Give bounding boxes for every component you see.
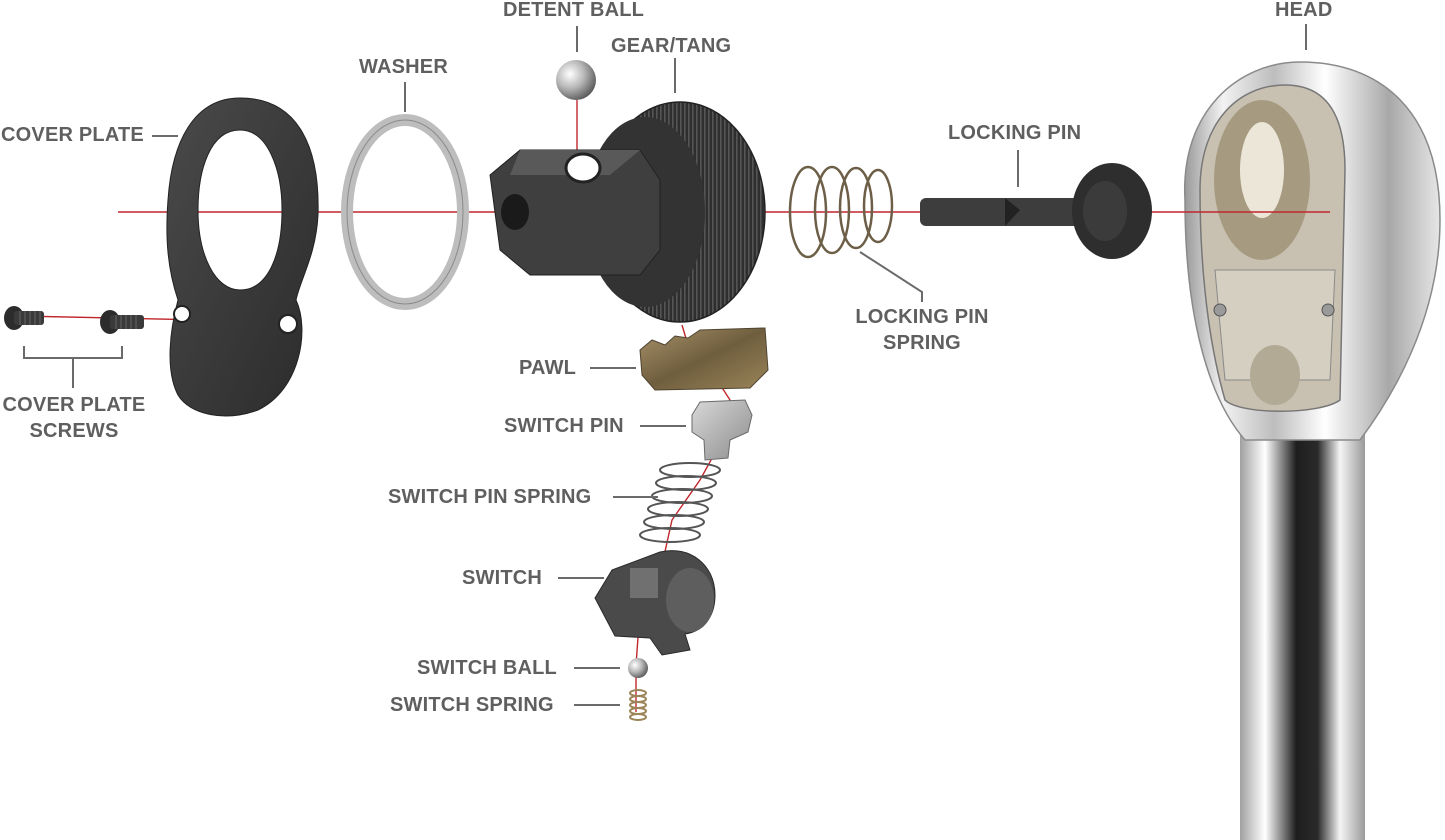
locking-pin-head-face (1083, 181, 1127, 241)
gear-tang (489, 101, 766, 323)
cover-plate-body (166, 97, 319, 417)
label-switch-pin-spring: SWITCH PIN SPRING (388, 486, 592, 508)
label-switch: SWITCH (462, 567, 543, 589)
label-gear-tang: GEAR/TANG (611, 35, 732, 57)
locking-pin-spring (788, 165, 894, 259)
washer (341, 114, 469, 310)
label-cover-plate-screws-line2: SCREWS (29, 420, 119, 442)
label-switch-spring: SWITCH SPRING (390, 694, 554, 716)
switch-pin (691, 399, 753, 461)
cavity-lower (1214, 269, 1336, 381)
cavity-highlight (1240, 122, 1284, 218)
label-locking-pin-spring: LOCKING PIN SPRING (852, 304, 992, 356)
label-head: HEAD (1275, 0, 1333, 21)
cover-plate-hole-right (278, 314, 298, 334)
leader-locking-pin-spring (859, 251, 923, 302)
leader-lines (23, 24, 1307, 706)
cover-plate-hole-left (173, 305, 191, 323)
label-switch-pin: SWITCH PIN (504, 415, 624, 437)
locking-pin (920, 163, 1152, 259)
label-cover-plate: COVER PLATE (1, 124, 144, 146)
cavity-hole (1250, 345, 1300, 405)
label-locking-pin-spring-line2: SPRING (883, 332, 961, 354)
switch-pin-spring (639, 462, 721, 543)
switch-spring (629, 689, 647, 721)
screw-left (4, 306, 44, 330)
head-screw-hole-left (1213, 303, 1227, 317)
cover-plate (166, 97, 319, 417)
locking-pin-notch (1005, 198, 1020, 226)
label-detent-ball: DETENT BALL (503, 0, 645, 21)
ratchet-head (1184, 61, 1441, 840)
switch-ball (628, 658, 648, 678)
switch (594, 550, 716, 656)
tang-hole (501, 194, 529, 230)
label-cover-plate-screws-line1: COVER PLATE (2, 394, 146, 416)
label-washer: WASHER (359, 56, 448, 78)
cover-plate-screws (4, 306, 144, 334)
bracket-cover-plate-screws (23, 346, 123, 359)
detent-ball (556, 60, 596, 100)
label-switch-ball: SWITCH BALL (417, 657, 557, 679)
pawl (639, 327, 769, 391)
head-screw-hole-right (1321, 303, 1335, 317)
washer-edge (346, 119, 464, 305)
label-pawl: PAWL (519, 357, 577, 379)
label-cover-plate-screws: COVER PLATE SCREWS (0, 392, 148, 444)
label-locking-pin: LOCKING PIN (948, 122, 1082, 144)
ratchet-handle (1240, 380, 1365, 840)
screw-right (100, 310, 144, 334)
tang-detent-hole (564, 152, 602, 184)
label-locking-pin-spring-line1: LOCKING PIN (855, 306, 989, 328)
